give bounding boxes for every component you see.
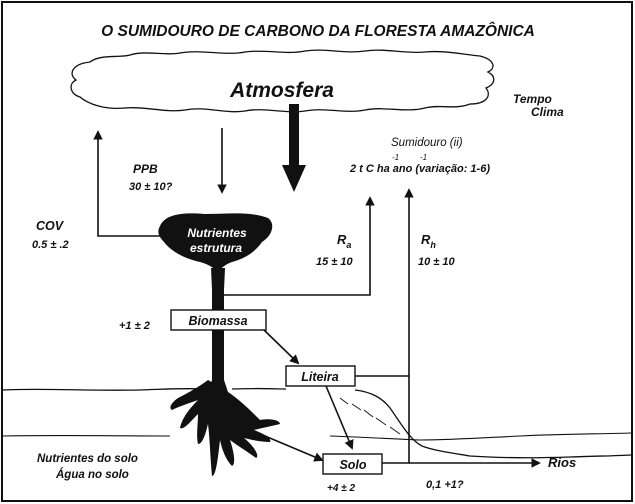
water-table-line xyxy=(2,432,632,441)
soil-nutrients-label: Nutrientes do solo xyxy=(37,453,138,465)
biomassa-to-liteira-arrow xyxy=(263,329,300,365)
ra-value: 15 ± 10 xyxy=(316,256,354,268)
ra-label: Ra xyxy=(337,232,351,250)
atmosphere-cloud xyxy=(70,49,495,113)
liteira-label: Liteira xyxy=(301,370,339,384)
diagram-title: O SUMIDOURO DE CARBONO DA FLORESTA AMAZÔ… xyxy=(101,22,535,40)
rios-value: 0,1 +1? xyxy=(426,479,464,491)
sink-superscript-1: -1 xyxy=(392,153,399,162)
biomassa-delta: +1 ± 2 xyxy=(119,320,150,332)
solo-label: Solo xyxy=(339,458,366,472)
ground-line xyxy=(2,387,632,459)
cov-arrow xyxy=(93,130,160,237)
biomassa-label: Biomassa xyxy=(188,314,247,328)
clima-label: Clima xyxy=(531,105,564,119)
cov-value: 0.5 ± .2 xyxy=(32,239,69,251)
tempo-label: Tempo xyxy=(513,92,552,106)
slope-hatch xyxy=(339,397,401,435)
solo-box xyxy=(322,453,383,475)
ra-arrow xyxy=(218,196,375,296)
atmosphere-label: Atmosfera xyxy=(229,79,334,102)
solo-delta: +4 ± 2 xyxy=(327,483,355,494)
sink-label: Sumidouro (ii) xyxy=(391,137,463,149)
sink-superscript-2: -1 xyxy=(420,153,427,162)
ppb-value: 30 ± 10? xyxy=(129,181,173,193)
rh-value: 10 ± 10 xyxy=(418,256,456,268)
biomassa-box xyxy=(170,309,267,331)
rh-label: Rh xyxy=(421,232,436,250)
rios-label: Rios xyxy=(548,455,576,470)
cov-label: COV xyxy=(36,219,65,233)
ppb-label: PPB xyxy=(133,162,158,176)
canopy-label-1: Nutrientes xyxy=(187,226,247,240)
tree-canopy xyxy=(158,213,273,272)
roots-to-solo-arrow xyxy=(245,427,324,462)
tree-roots xyxy=(170,380,280,476)
liteira-to-solo-arrow xyxy=(325,385,354,450)
sink-value: 2 t C ha ano (variação: 1-6) xyxy=(349,163,490,175)
sink-big-arrow xyxy=(282,104,306,192)
soil-water-label: Água no solo xyxy=(55,468,129,481)
canopy-label-2: estrutura xyxy=(190,241,242,255)
rh-arrow xyxy=(382,188,414,464)
